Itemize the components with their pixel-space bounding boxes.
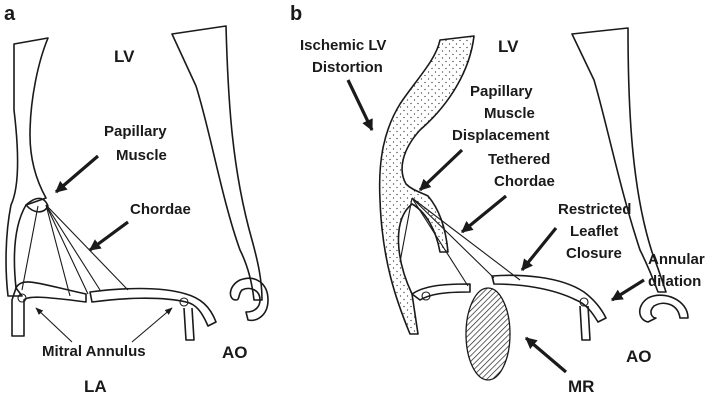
- panel-b-mr-jet: [465, 287, 511, 381]
- panel-b-ischemic-label-2: Distortion: [312, 59, 383, 76]
- panel-b-papillary-label-3: Displacement: [452, 127, 550, 144]
- panel-a: a LV Papillary Muscle Chordae Mitral Ann…: [4, 3, 269, 396]
- panel-a-annulus-arrow-right: [131, 307, 173, 343]
- panel-a-chordae-label: Chordae: [130, 201, 191, 218]
- panel-a-aortic-valve: [229, 277, 269, 322]
- panel-b-annular-arrow: [611, 278, 645, 302]
- panel-b-ischemic-arrow: [346, 79, 374, 132]
- panel-a-papillary-muscle: [25, 197, 49, 213]
- panel-a-la-label: LA: [84, 377, 107, 396]
- panel-b-tethered-label-1: Tethered: [488, 151, 550, 168]
- panel-b-lv-label: LV: [498, 37, 519, 56]
- panel-b-restricted-label-3: Closure: [566, 245, 622, 262]
- panel-b-mr-label: MR: [568, 377, 594, 396]
- panel-b-ao-label: AO: [626, 347, 652, 366]
- panel-b-chordae: [399, 197, 521, 287]
- panel-b-aortic-valve: [638, 294, 689, 323]
- panel-a-ao-label: AO: [222, 343, 248, 362]
- panel-b-mr-arrow: [524, 336, 568, 374]
- panel-a-annulus-tail: [183, 307, 195, 341]
- panel-b-lv-wall: [378, 35, 475, 335]
- panel-a-lv-wall: [5, 37, 49, 297]
- panel-b-posterior-leaflet: [411, 283, 471, 301]
- panel-b-tethered-arrow: [460, 194, 508, 234]
- panel-a-annulus-right: [179, 297, 189, 307]
- panel-b-restricted-label-1: Restricted: [558, 201, 631, 218]
- panel-a-mitral-annulus-label: Mitral Annulus: [42, 343, 146, 360]
- panel-b-annulus-tail: [579, 305, 591, 341]
- panel-b-tethered-label-2: Chordae: [494, 173, 555, 190]
- panel-b-annular-label-2: dilation: [648, 273, 701, 290]
- panel-b-papillary-label-2: Muscle: [484, 105, 535, 122]
- panel-a-papillary-label-1: Papillary: [104, 123, 167, 140]
- panel-b-restricted-label-2: Leaflet: [570, 223, 618, 240]
- panel-a-chordae: [21, 204, 129, 297]
- panel-a-papillary-label-2: Muscle: [116, 147, 167, 164]
- panel-b-annular-label-1: Annular: [648, 251, 705, 268]
- panel-a-lv-label: LV: [114, 47, 135, 66]
- panel-a-annulus-arrow-left: [35, 307, 73, 343]
- panel-a-chordae-arrow: [89, 220, 129, 252]
- panel-b-annulus-right: [579, 297, 589, 307]
- panel-a-annulus-left: [17, 293, 27, 303]
- panel-b-anterior-leaflet: [491, 274, 607, 323]
- panel-a-anterior-leaflet: [89, 287, 217, 327]
- panel-b-papillary-arrow: [418, 148, 464, 192]
- panel-b-aortic-wall: [571, 27, 667, 293]
- panel-a-papillary-arrow: [54, 154, 100, 194]
- panel-b-restricted-arrow: [520, 226, 558, 272]
- panel-b: b Ischemic LV Distortion LV Papillary Mu…: [290, 3, 705, 396]
- panel-a-posterior-annulus: [11, 281, 87, 337]
- panel-a-aortic-wall: [171, 25, 263, 301]
- panel-b-ischemic-label-1: Ischemic LV: [300, 37, 386, 54]
- panel-a-letter: a: [4, 3, 16, 25]
- panel-b-papillary-label-1: Papillary: [470, 83, 533, 100]
- panel-b-letter: b: [290, 3, 302, 25]
